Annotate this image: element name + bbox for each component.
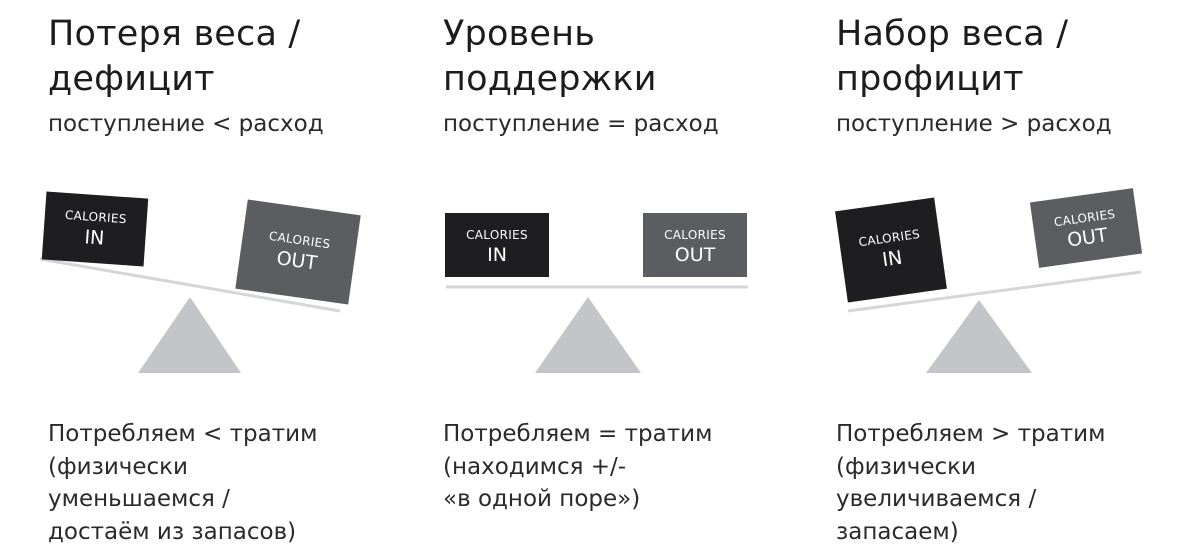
column-formula: поступление = расход <box>443 111 719 137</box>
fulcrum-triangle <box>926 300 1032 373</box>
column-description: Потребляем < тратим (физически уменьшаем… <box>48 418 317 548</box>
calories-out-box: CALORIES OUT <box>1029 188 1143 268</box>
column-description: Потребляем > тратим (физически увеличива… <box>836 418 1105 548</box>
maintenance-column: Уровень поддержки поступление = расход C… <box>443 0 823 560</box>
calories-in-box: CALORIES IN <box>445 213 549 277</box>
description-line: Потребляем < тратим <box>48 421 318 447</box>
calories-in-box: CALORIES IN <box>41 191 149 267</box>
description-line: (находимся +/- <box>443 453 627 480</box>
scale-beam <box>39 257 341 313</box>
calories-in-box-value: IN <box>881 247 904 272</box>
column-title-line: Потеря веса / <box>48 14 301 54</box>
scale-tilted-left: CALORIES IN CALORIES OUT <box>39 191 361 373</box>
description-line: уменьшаемся / <box>48 486 230 512</box>
description-line: Потребляем = тратим <box>443 421 713 447</box>
column-title-line: Уровень <box>443 14 596 54</box>
scale-tilted-right: CALORIES IN CALORIES OUT <box>835 188 1143 373</box>
description-line: увеличиваемся / <box>836 486 1037 512</box>
calories-in-box-label: CALORIES <box>466 228 528 242</box>
column-description: Потребляем = тратим (находимся +/- «в од… <box>443 418 712 516</box>
column-title: Потеря веса / дефицит <box>48 12 300 102</box>
calories-in-box-value: IN <box>487 244 507 266</box>
fulcrum-triangle <box>535 297 641 373</box>
calories-in-box: CALORIES IN <box>835 197 947 303</box>
description-line: достаём из запасов) <box>48 518 297 545</box>
column-formula: поступление > расход <box>836 111 1112 137</box>
column-title-line: профицит <box>836 59 1024 99</box>
calories-in-box-label: CALORIES <box>65 208 128 226</box>
column-title: Уровень поддержки <box>443 12 657 102</box>
scale-beam <box>847 270 1142 313</box>
description-line: «в одной поре») <box>443 486 641 512</box>
fulcrum-triangle <box>138 297 241 373</box>
calories-out-box: CALORIES OUT <box>643 213 747 277</box>
description-line: (физически <box>48 453 188 480</box>
calories-out-box-label: CALORIES <box>664 228 726 242</box>
calories-out-box: CALORIES OUT <box>235 199 361 305</box>
description-line: запасаем) <box>836 518 959 545</box>
surplus-column: Набор веса / профицит поступление > расх… <box>835 0 1200 560</box>
column-title-line: дефицит <box>48 59 215 99</box>
calories-out-box-value: OUT <box>675 244 716 266</box>
column-title-line: Набор веса / <box>836 14 1069 54</box>
calories-in-box-value: IN <box>84 226 105 249</box>
scale-level: CALORIES IN CALORIES OUT <box>445 213 748 373</box>
column-formula: поступление < расход <box>48 111 324 137</box>
deficit-column: Потеря веса / дефицит поступление < расх… <box>39 0 428 560</box>
description-line: (физически <box>836 453 976 480</box>
description-line: Потребляем > тратим <box>836 421 1106 447</box>
column-title-line: поддержки <box>443 59 657 99</box>
column-title: Набор веса / профицит <box>836 12 1068 102</box>
